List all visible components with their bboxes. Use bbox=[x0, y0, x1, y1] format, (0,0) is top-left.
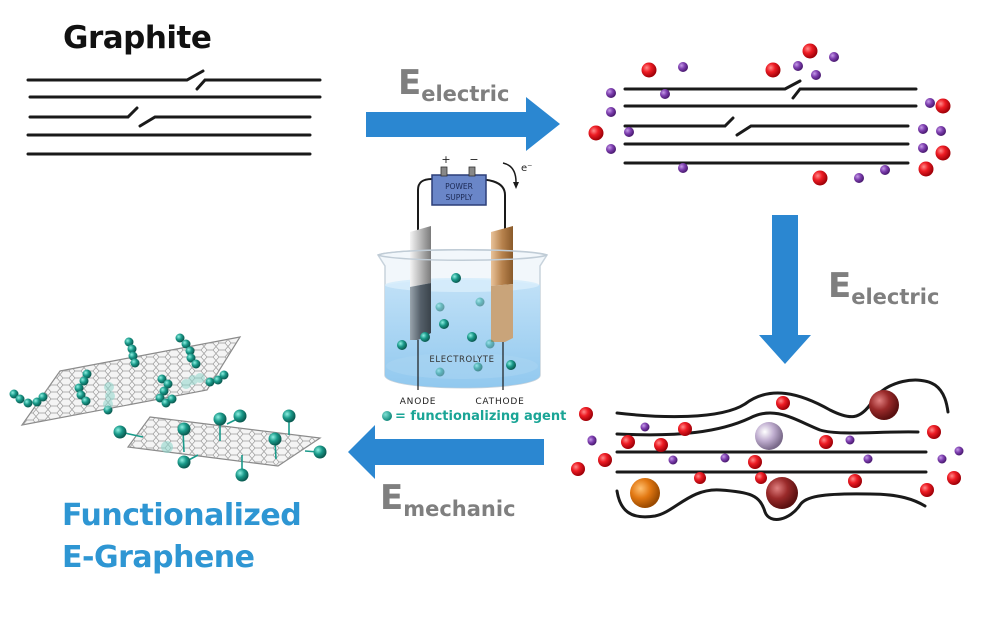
graphite-title: Graphite bbox=[63, 20, 212, 56]
graphite-layers bbox=[26, 69, 322, 156]
product-title-line1: Functionalized bbox=[62, 498, 302, 533]
energy-label-electric-1: Eelectric bbox=[398, 63, 510, 106]
ions-purple bbox=[606, 52, 946, 183]
ions-red bbox=[571, 396, 961, 497]
functionalizing-agent-icon bbox=[382, 411, 392, 421]
graphene-layer bbox=[138, 115, 312, 128]
cathode-label: CATHODE bbox=[475, 397, 524, 407]
arrow-right bbox=[366, 97, 560, 151]
anode-label: ANODE bbox=[400, 397, 437, 407]
energy-symbol: E bbox=[828, 266, 852, 306]
ions-purple bbox=[587, 422, 964, 465]
electrochemical-cell: POWER SUPPLY + − e⁻ bbox=[376, 153, 549, 407]
minus-sign: − bbox=[469, 153, 478, 166]
electrolyte-label: ELECTROLYTE bbox=[429, 355, 494, 365]
expanded-graphite bbox=[571, 378, 964, 521]
energy-subscript: electric bbox=[851, 285, 940, 309]
electron-label: e⁻ bbox=[521, 163, 532, 174]
graphene-layer bbox=[28, 106, 139, 119]
plus-sign: + bbox=[441, 153, 450, 166]
power-supply-label-1: POWER bbox=[445, 182, 473, 191]
functionalized-graphene bbox=[9, 333, 327, 482]
energy-label-electric-2: Eelectric bbox=[828, 266, 940, 309]
energy-subscript: mechanic bbox=[403, 497, 516, 521]
ions-red bbox=[588, 43, 951, 186]
arrow-left bbox=[348, 425, 544, 479]
cathode-electrode bbox=[491, 226, 513, 286]
product-title: Functionalized E-Graphene bbox=[62, 495, 302, 579]
energy-label-mechanic: Emechanic bbox=[380, 478, 516, 521]
legend-text: = functionalizing agent bbox=[395, 409, 567, 424]
functionalizing-agents bbox=[397, 273, 516, 377]
graphene-layer bbox=[195, 78, 322, 91]
intercalated-graphite bbox=[588, 43, 951, 186]
anode-electrode bbox=[410, 226, 431, 287]
legend: = functionalizing agent bbox=[382, 409, 566, 424]
energy-symbol: E bbox=[380, 478, 404, 518]
power-supply bbox=[431, 174, 487, 206]
energy-symbol: E bbox=[398, 63, 422, 103]
graphene-layer bbox=[26, 69, 205, 82]
power-supply-label-2: SUPPLY bbox=[445, 193, 472, 202]
energy-subscript: electric bbox=[421, 82, 510, 106]
arrow-down bbox=[759, 215, 811, 364]
product-title-line2: E-Graphene bbox=[62, 540, 255, 575]
